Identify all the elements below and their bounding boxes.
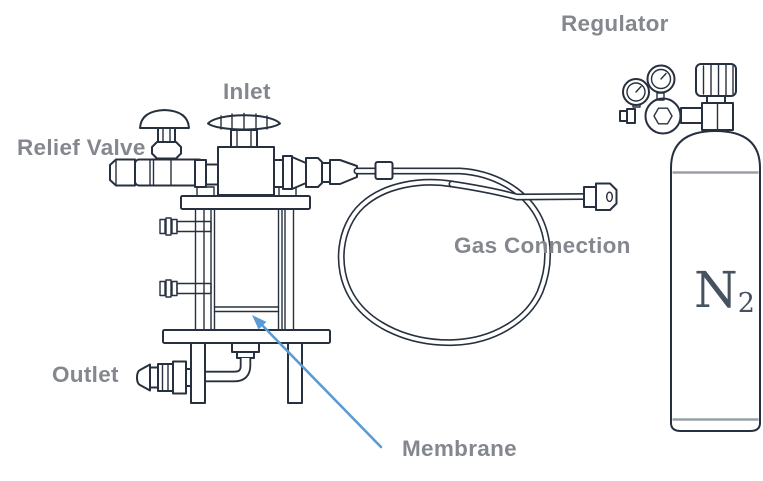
membrane-arrow — [252, 315, 383, 449]
side-port-upper — [159, 217, 212, 236]
regulator — [619, 63, 737, 135]
cell-top-flange — [180, 195, 311, 210]
inlet-valve — [194, 112, 358, 197]
tie-rod-right — [284, 208, 295, 331]
cell-body-walls — [210, 208, 283, 331]
regulator-body — [644, 97, 682, 135]
gas-cylinder — [670, 130, 761, 432]
label-gas-connection: Gas Connection — [454, 233, 631, 258]
relief-valve-handle — [139, 109, 190, 129]
gas-symbol-subscript: 2 — [737, 288, 755, 319]
tie-rod-left — [194, 208, 205, 331]
cell-leg-right — [287, 342, 303, 404]
drain-elbow — [205, 342, 260, 383]
outlet-fitting — [136, 360, 196, 395]
cylinder-gas-marking: N2 — [694, 265, 755, 317]
cylinder-body — [670, 130, 761, 432]
label-outlet: Outlet — [52, 362, 119, 387]
regulator-knob — [695, 63, 737, 97]
membrane-cell — [136, 195, 331, 404]
label-membrane: Membrane — [402, 436, 517, 461]
gas-tube — [337, 161, 618, 347]
inlet-valve-block — [217, 146, 275, 196]
cell-bottom-flange — [162, 329, 331, 344]
cell-leg-left — [190, 342, 206, 404]
label-inlet: Inlet — [223, 79, 271, 104]
side-port-lower — [159, 279, 212, 298]
tube-end-nut — [583, 182, 618, 211]
label-relief-valve: Relief Valve — [17, 135, 146, 160]
gas-symbol: N — [694, 261, 738, 319]
label-regulator: Regulator — [561, 11, 669, 36]
tube-sleeve — [374, 161, 394, 180]
pressure-gauge-left — [622, 78, 650, 108]
pressure-gauge-right — [646, 64, 676, 101]
inlet-outlet-fittings — [273, 155, 358, 190]
membrane-element — [213, 306, 280, 313]
